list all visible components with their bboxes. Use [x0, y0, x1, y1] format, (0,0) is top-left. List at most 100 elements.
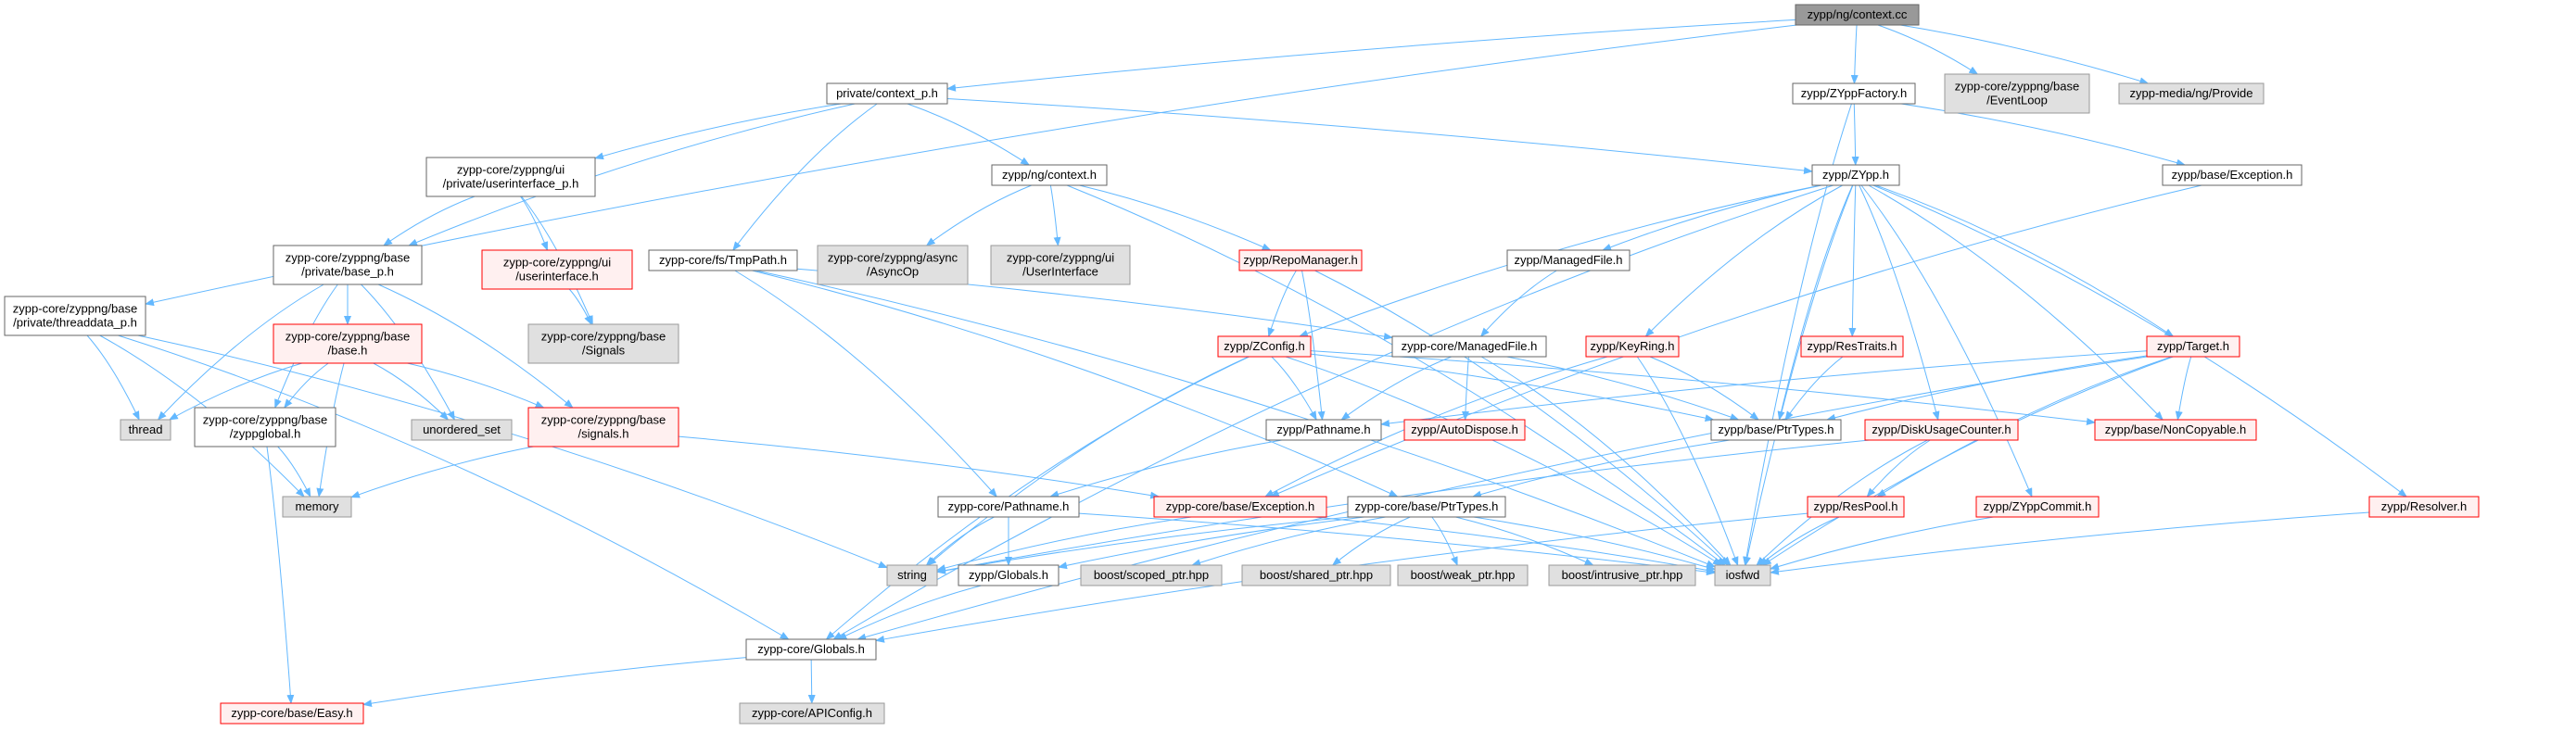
node-core_globals[interactable]: zypp-core/Globals.h	[745, 638, 877, 661]
node-managedfile_z[interactable]: zypp/ManagedFile.h	[1506, 249, 1631, 271]
edge-core_ptrtypes-to-zypp_globals	[1058, 516, 1365, 570]
edge-root-to-provide	[1900, 24, 2150, 85]
edge-target-to-core_globals	[857, 356, 2148, 641]
edge-zconfig-to-core_globals	[825, 356, 1250, 640]
edge-zypp_globals-to-core_globals	[837, 585, 982, 640]
edge-target-to-zypp_pathname	[1380, 350, 2148, 427]
node-target[interactable]: zypp/Target.h	[2146, 335, 2240, 358]
node-box	[1811, 164, 1900, 186]
node-zyppglobal[interactable]: zypp-core/zyppng/base/zyppglobal.h	[194, 407, 336, 447]
edge-core_pathname-to-string	[925, 516, 995, 566]
node-shared_ptr[interactable]: boost/shared_ptr.hpp	[1241, 564, 1391, 586]
node-eventloop[interactable]: zypp-core/zyppng/base/EventLoop	[1944, 73, 2090, 114]
node-root[interactable]: zypp/ng/context.cc	[1795, 4, 1920, 26]
node-label: zypp/RepoManager.h	[1243, 253, 1358, 267]
node-base_p[interactable]: zypp-core/zyppng/base/private/base_p.h	[273, 245, 423, 285]
edge-keyring-to-iosfwd	[1636, 356, 1739, 566]
edge-tmppath-to-core_ptrtypes	[752, 270, 1399, 498]
node-weak_ptr[interactable]: boost/weak_ptr.hpp	[1397, 564, 1529, 586]
node-signals_h[interactable]: zypp-core/zyppng/base/signals.h	[527, 407, 679, 447]
node-provide[interactable]: zypp-media/ng/Provide	[2118, 82, 2265, 105]
node-userinterface_p[interactable]: zypp-core/zyppng/ui/private/userinterfac…	[425, 157, 596, 197]
edge-ng_context-to-repomanager	[1079, 184, 1272, 251]
node-zypp_globals[interactable]: zypp/Globals.h	[958, 564, 1060, 586]
node-base_h[interactable]: zypp-core/zyppng/base/base.h	[273, 323, 423, 364]
node-box	[745, 638, 877, 661]
node-label: /signals.h	[578, 427, 629, 441]
node-threaddata_p[interactable]: zypp-core/zyppng/base/private/threaddata…	[4, 296, 146, 336]
node-restraits[interactable]: zypp/ResTraits.h	[1800, 335, 1904, 358]
node-zconfig[interactable]: zypp/ZConfig.h	[1217, 335, 1312, 358]
edge-zypp_h-to-restraits	[1848, 184, 1857, 337]
node-intrusive_ptr[interactable]: boost/intrusive_ptr.hpp	[1548, 564, 1696, 586]
node-context_p[interactable]: private/context_p.h	[826, 82, 948, 105]
node-zypp_pathname[interactable]: zypp/Pathname.h	[1265, 419, 1382, 441]
node-scoped_ptr[interactable]: boost/scoped_ptr.hpp	[1080, 564, 1223, 586]
node-label: zypp-core/zyppng/base	[541, 413, 666, 427]
edge-managedfile_core-to-autodispose	[1461, 356, 1469, 421]
node-easy[interactable]: zypp-core/base/Easy.h	[220, 702, 364, 725]
node-label: zypp/ManagedFile.h	[1514, 253, 1622, 267]
node-keyring[interactable]: zypp/KeyRing.h	[1585, 335, 1680, 358]
node-label: /private/threaddata_p.h	[13, 316, 137, 330]
node-label: zypp-core/zyppng/base	[1955, 80, 2079, 94]
node-core_ptrtypes[interactable]: zypp-core/base/PtrTypes.h	[1347, 496, 1506, 518]
node-ui_userinterface[interactable]: zypp-core/zyppng/ui/userinterface.h	[481, 249, 633, 290]
node-signals_gray[interactable]: zypp-core/zyppng/base/Signals	[527, 323, 679, 364]
node-box	[1585, 335, 1680, 358]
edge-managedfile_z-to-managedfile_core	[1479, 270, 1557, 337]
node-label: zypp/KeyRing.h	[1590, 339, 1674, 353]
node-iosfwd[interactable]: iosfwd	[1714, 564, 1771, 586]
node-noncopyable[interactable]: zypp/base/NonCopyable.h	[2094, 419, 2257, 441]
node-label: boost/intrusive_ptr.hpp	[1562, 568, 1683, 582]
edge-managedfile_core-to-base_ptrtypes	[1506, 356, 1740, 421]
node-box	[1795, 4, 1920, 26]
node-box	[273, 245, 423, 285]
edge-base_h-to-signals_h	[407, 362, 545, 409]
node-tmppath[interactable]: zypp-core/fs/TmpPath.h	[648, 249, 798, 271]
node-base_ptrtypes[interactable]: zypp/base/PtrTypes.h	[1710, 419, 1842, 441]
node-zypp_h[interactable]: zypp/ZYpp.h	[1811, 164, 1900, 186]
node-repomanager[interactable]: zypp/RepoManager.h	[1238, 249, 1363, 271]
node-label: /private/base_p.h	[301, 265, 394, 279]
node-label: zypp-core/Pathname.h	[948, 499, 1070, 513]
edge-zconfig-to-string	[927, 356, 1250, 566]
node-box	[1347, 496, 1506, 518]
edge-core_ptrtypes-to-intrusive_ptr	[1455, 516, 1594, 566]
node-box	[2368, 496, 2480, 518]
edge-managedfile_core-to-zypp_pathname	[1340, 356, 1452, 421]
node-label: zypp/ng/context.h	[1002, 168, 1097, 182]
node-core_pathname[interactable]: zypp-core/Pathname.h	[937, 496, 1080, 518]
node-async_asyncop[interactable]: zypp-core/zyppng/async/AsyncOp	[817, 245, 969, 285]
node-unordered_set[interactable]: unordered_set	[411, 419, 513, 441]
edge-core_exception-to-iosfwd	[1314, 516, 1716, 574]
node-resolver[interactable]: zypp/Resolver.h	[2368, 496, 2480, 518]
node-diskusage[interactable]: zypp/DiskUsageCounter.h	[1864, 419, 2019, 441]
node-label: /zyppglobal.h	[230, 427, 301, 441]
node-ui_UserInterface[interactable]: zypp-core/zyppng/ui/UserInterface	[990, 245, 1131, 285]
node-autodispose[interactable]: zypp/AutoDispose.h	[1403, 419, 1526, 441]
node-zyppcommit[interactable]: zypp/ZYppCommit.h	[1975, 496, 2100, 518]
node-memory[interactable]: memory	[282, 496, 352, 518]
edge-resolver-to-iosfwd	[1770, 511, 2370, 575]
node-box	[1241, 564, 1391, 586]
node-box	[1265, 419, 1382, 441]
edge-context_p-to-tmppath	[732, 103, 878, 251]
node-base_exception_h[interactable]: zypp/base/Exception.h	[2162, 164, 2303, 186]
edge-zyppcommit-to-iosfwd	[1770, 516, 1994, 571]
node-label: /private/userinterface_p.h	[443, 177, 579, 191]
node-respool[interactable]: zypp/ResPool.h	[1807, 496, 1905, 518]
node-zyppfactory[interactable]: zypp/ZYppFactory.h	[1792, 82, 1916, 105]
node-box	[2094, 419, 2257, 441]
node-managedfile_core[interactable]: zypp-core/ManagedFile.h	[1391, 335, 1547, 358]
node-core_exception[interactable]: zypp-core/base/Exception.h	[1153, 496, 1327, 518]
node-thread[interactable]: thread	[120, 419, 171, 441]
node-ng_context[interactable]: zypp/ng/context.h	[991, 164, 1108, 186]
node-box	[1807, 496, 1905, 518]
node-box	[1800, 335, 1904, 358]
node-label: zypp-core/zyppng/async	[828, 251, 958, 265]
node-string[interactable]: string	[886, 564, 938, 586]
node-label: zypp/ZYpp.h	[1822, 168, 1889, 182]
node-apiconfig[interactable]: zypp-core/APIConfig.h	[739, 702, 885, 725]
